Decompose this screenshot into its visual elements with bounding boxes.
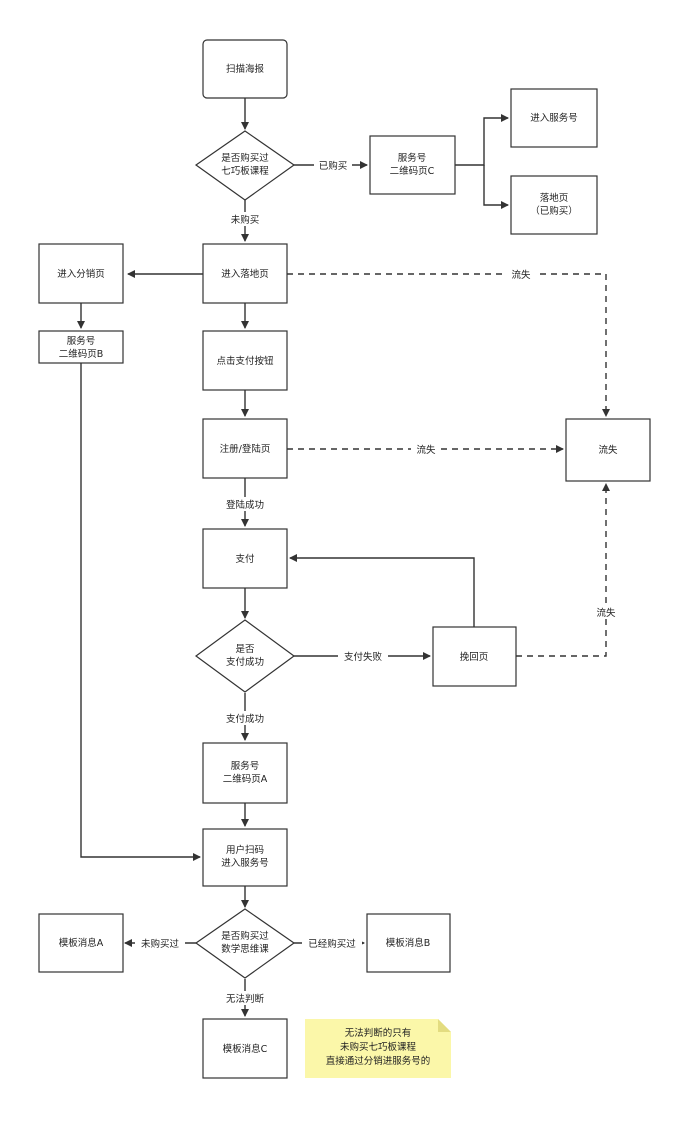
decision-bought-math: 是否购买过 数学思维课 [194, 908, 296, 979]
node-churn: 流失 [565, 418, 651, 482]
node-template-b: 模板消息B [366, 913, 451, 973]
svg-text:未购买过: 未购买过 [141, 938, 180, 950]
svg-text:二维码页B: 二维码页B [59, 348, 104, 360]
svg-text:支付成功: 支付成功 [226, 713, 264, 725]
svg-text:未购买: 未购买 [231, 214, 260, 226]
note-line-2: 未购买七巧板课程 [340, 1041, 417, 1053]
edge-label-pay-success: 支付成功 [220, 711, 270, 725]
node-user-scan: 用户扫码 进入服务号 [202, 828, 288, 887]
arrow-qr-b-to-user-scan [80, 363, 201, 861]
note-line-1: 无法判断的只有 [345, 1027, 412, 1039]
node-enter-service-top: 进入服务号 [510, 88, 598, 148]
svg-text:（已购买）: （已购买） [530, 205, 578, 217]
decision-pay-success: 是否 支付成功 [194, 619, 296, 693]
svg-text:数学思维课: 数学思维课 [221, 943, 269, 955]
connectors [77, 98, 610, 1017]
dashed-landing-to-churn [287, 273, 610, 417]
node-service-qr-b: 服务号 二维码页B [38, 330, 124, 364]
svg-text:服务号: 服务号 [231, 760, 260, 772]
edge-label-already-bought: 已经购买过 [302, 936, 362, 950]
arrow-recover-to-pay [289, 554, 475, 627]
svg-text:流失: 流失 [598, 444, 618, 456]
edge-label-not-bought: 未购买 [226, 212, 264, 226]
svg-text:模板消息B: 模板消息B [386, 937, 431, 949]
svg-text:支付: 支付 [235, 553, 255, 565]
svg-text:用户扫码: 用户扫码 [226, 844, 264, 856]
edge-label-pay-failed: 支付失败 [338, 649, 388, 663]
svg-text:服务号: 服务号 [398, 152, 427, 164]
svg-text:已购买: 已购买 [319, 160, 348, 172]
note-line-3: 直接通过分销进服务号的 [326, 1055, 431, 1067]
svg-text:模板消息C: 模板消息C [223, 1043, 268, 1055]
node-service-qr-c: 服务号 二维码页C [369, 135, 456, 195]
svg-text:进入服务号: 进入服务号 [530, 112, 578, 124]
edge-label-login-success: 登陆成功 [220, 497, 270, 511]
node-enter-distribution: 进入分销页 [38, 243, 124, 304]
svg-text:二维码页A: 二维码页A [223, 773, 268, 785]
node-service-qr-a: 服务号 二维码页A [202, 742, 288, 804]
arrow-qr-c-to-enter-service [455, 114, 509, 166]
edge-label-not-bought-before: 未购买过 [135, 936, 185, 950]
svg-text:流失: 流失 [416, 444, 436, 456]
svg-text:已经购买过: 已经购买过 [308, 938, 356, 950]
svg-text:支付失败: 支付失败 [344, 651, 383, 663]
edge-label-churn-register: 流失 [411, 442, 441, 456]
node-pay: 支付 [202, 528, 288, 589]
svg-text:进入分销页: 进入分销页 [57, 268, 105, 280]
node-register-login: 注册/登陆页 [202, 418, 288, 479]
svg-text:流失: 流失 [596, 607, 616, 619]
svg-text:二维码页C: 二维码页C [390, 165, 435, 177]
node-landing-bought: 落地页 （已购买） [510, 175, 598, 235]
svg-text:扫描海报: 扫描海报 [226, 63, 265, 75]
svg-text:支付成功: 支付成功 [226, 656, 264, 668]
dashed-recover-to-churn [516, 483, 610, 657]
arrow-qr-c-to-landing-bought [483, 165, 509, 209]
node-enter-landing: 进入落地页 [202, 243, 288, 304]
svg-text:流失: 流失 [511, 269, 531, 281]
svg-text:七巧板课程: 七巧板课程 [221, 165, 269, 177]
svg-text:登陆成功: 登陆成功 [226, 499, 264, 511]
svg-text:注册/登陆页: 注册/登陆页 [220, 443, 271, 455]
svg-text:进入落地页: 进入落地页 [221, 268, 269, 280]
edge-label-churn-recover: 流失 [591, 605, 621, 619]
node-template-c: 模板消息C [202, 1018, 288, 1079]
decision-bought-qiqiao: 是否购买过 七巧板课程 [194, 130, 296, 201]
svg-text:无法判断: 无法判断 [226, 993, 265, 1005]
svg-text:点击支付按钮: 点击支付按钮 [216, 355, 274, 367]
node-scan-poster: 扫描海报 [202, 39, 288, 99]
svg-text:挽回页: 挽回页 [460, 651, 489, 663]
node-click-pay: 点击支付按钮 [202, 330, 288, 391]
edge-label-bought: 已购买 [314, 158, 352, 172]
svg-text:是否: 是否 [235, 644, 255, 655]
node-template-a: 模板消息A [38, 913, 124, 973]
node-recover-page: 挽回页 [432, 626, 517, 687]
svg-text:服务号: 服务号 [67, 335, 96, 347]
svg-text:是否购买过: 是否购买过 [221, 930, 269, 942]
svg-text:模板消息A: 模板消息A [59, 937, 104, 949]
svg-text:进入服务号: 进入服务号 [221, 857, 269, 869]
edge-label-churn-landing: 流失 [506, 267, 536, 281]
svg-text:是否购买过: 是否购买过 [221, 152, 269, 164]
svg-text:落地页: 落地页 [540, 192, 569, 204]
sticky-note: 无法判断的只有 未购买七巧板课程 直接通过分销进服务号的 [305, 1019, 451, 1078]
edge-label-cannot-judge: 无法判断 [220, 991, 270, 1005]
